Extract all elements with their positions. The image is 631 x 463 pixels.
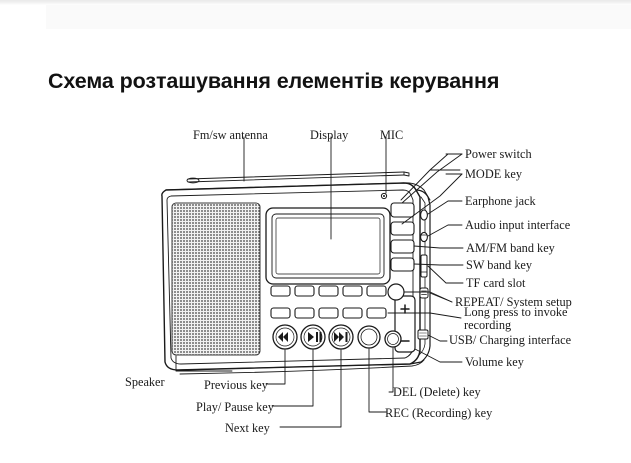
- next-key-button[interactable]: [328, 324, 354, 350]
- previous-key-button[interactable]: [272, 324, 298, 350]
- leader-lines: [175, 136, 464, 428]
- label-sw-band-key: SW band key: [466, 258, 533, 272]
- fm-sw-antenna: [186, 171, 410, 184]
- earphone-jack-port: [420, 209, 428, 221]
- leader-tf: [427, 265, 464, 284]
- leader-power: [401, 153, 463, 204]
- label-play-pause-key: Play/ Pause key: [196, 400, 274, 414]
- scan-artifact-block: [46, 5, 631, 29]
- side-button-sw-band-key[interactable]: [390, 257, 415, 272]
- leader-earphone: [427, 200, 463, 215]
- page-title: Схема розташування елементів керування: [48, 69, 500, 94]
- leader-previous: [265, 349, 286, 385]
- label-audio-input: Audio input interface: [465, 218, 571, 232]
- leader-audio: [427, 224, 463, 237]
- audio-input-port: [420, 231, 428, 243]
- label-usb-charging: USB/ Charging interface: [449, 333, 572, 347]
- label-earphone-jack: Earphone jack: [465, 194, 536, 208]
- label-previous-key: Previous key: [204, 378, 268, 392]
- usb-charging-port: [417, 329, 429, 340]
- label-fm-sw-antenna: Fm/sw antenna: [193, 128, 268, 142]
- label-power-switch: Power switch: [465, 147, 532, 161]
- mic-hole: [380, 192, 388, 200]
- label-repeat-setup: REPEAT/ System setup: [455, 295, 572, 309]
- label-amfm-band-key: AM/FM band key: [466, 241, 555, 255]
- scan-artifact-band: [0, 0, 631, 5]
- side-button-power-switch[interactable]: [390, 202, 415, 218]
- leader-amfm: [413, 245, 464, 249]
- label-long-press-recording: Long press to invoke recording: [464, 305, 568, 332]
- tf-card-slot-port: [420, 254, 428, 278]
- leader-volume: [414, 348, 463, 363]
- speaker-grille: [171, 202, 261, 356]
- repeat-system-setup-button[interactable]: [419, 287, 429, 299]
- leader-rec: [368, 348, 387, 413]
- leader-speaker: [175, 355, 233, 372]
- keypad-row-1[interactable]: [270, 285, 387, 297]
- del-key-button[interactable]: [384, 330, 402, 348]
- leader-sw: [413, 263, 464, 266]
- play-pause-key-button[interactable]: [300, 324, 326, 350]
- side-button-amfm-band-key[interactable]: [390, 239, 415, 254]
- label-next-key: Next key: [225, 421, 270, 435]
- leader-del: [388, 347, 394, 393]
- leader-usb: [427, 334, 448, 342]
- label-display: Display: [310, 128, 349, 142]
- label-mode-key: MODE key: [465, 167, 523, 181]
- label-rec-key: REC (Recording) key: [385, 406, 493, 420]
- lcd-display: [265, 207, 391, 285]
- leader-longpress: [387, 312, 462, 319]
- rec-key-button[interactable]: [357, 325, 381, 349]
- label-tf-card-slot: TF card slot: [466, 276, 526, 290]
- label-volume-key: Volume key: [465, 355, 524, 369]
- leader-mode: [401, 173, 463, 225]
- leader-next: [279, 349, 342, 428]
- repeat-round-button[interactable]: [387, 283, 405, 301]
- label-del-key: DEL (Delete) key: [393, 385, 481, 399]
- leader-playpause: [271, 349, 314, 407]
- keypad-row-2[interactable]: [270, 307, 387, 319]
- side-button-mode-key[interactable]: [390, 221, 415, 236]
- label-speaker: Speaker: [125, 375, 165, 389]
- label-mic: MIC: [380, 128, 404, 142]
